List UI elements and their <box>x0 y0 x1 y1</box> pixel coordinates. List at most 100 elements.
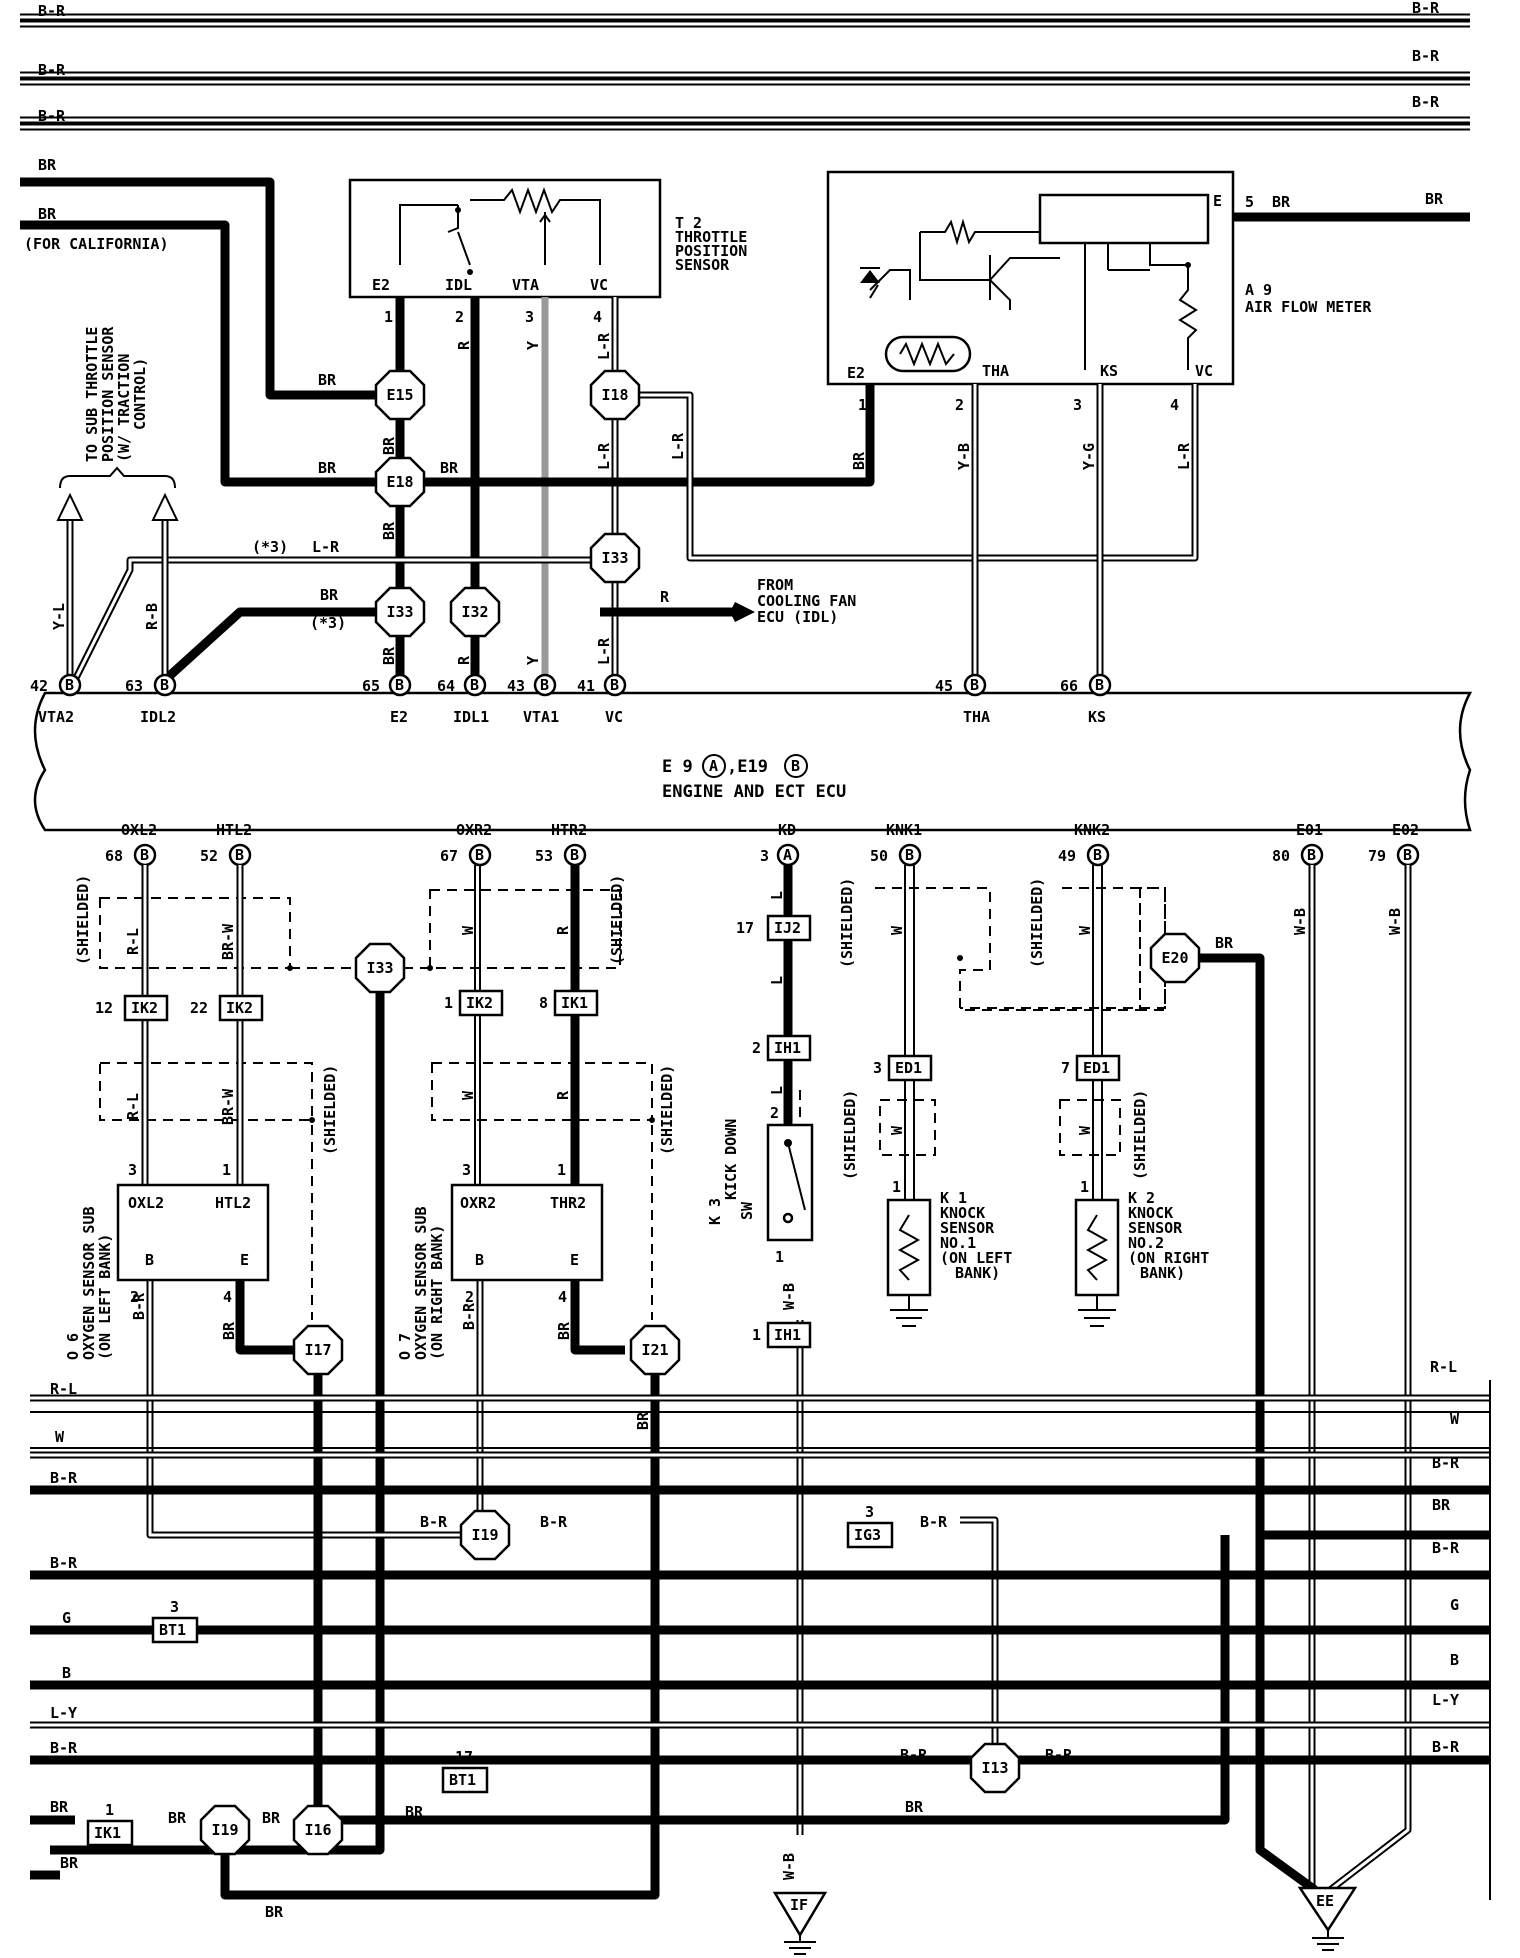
afm-num-3: 3 <box>1073 396 1082 414</box>
ecu-pin-oxr2: OXR2 B 67 <box>440 821 492 867</box>
junction-e20: E20 <box>1149 932 1201 984</box>
svg-text:I33: I33 <box>601 549 628 567</box>
svg-text:BR: BR <box>405 1803 424 1821</box>
svg-text:E02: E02 <box>1392 821 1419 839</box>
svg-text:B-R: B-R <box>920 1513 948 1531</box>
svg-text:W-B: W-B <box>780 1853 798 1880</box>
ecu-pin-idl2: B 63 IDL2 <box>125 673 177 726</box>
svg-text:HTR2: HTR2 <box>551 821 587 839</box>
ecu-title: E 9 <box>662 757 693 777</box>
wire-label-lr2: L-R <box>595 442 613 470</box>
svg-text:BR: BR <box>60 1854 79 1872</box>
svg-text:L-Y: L-Y <box>1432 1691 1459 1709</box>
oxygen-sensor-right: OXR2 THR2 B E 3 1 2 4 O 7 OXYGEN SENSOR … <box>396 1161 604 1360</box>
upper-junctions: E15 E18 I18 I33 I33 I32 <box>374 369 641 638</box>
junction-i13: I13 <box>969 1742 1021 1794</box>
svg-text:68: 68 <box>105 847 123 865</box>
svg-text:17: 17 <box>736 919 754 937</box>
wire-label-y2: Y <box>524 656 542 665</box>
tps-pin-vc: VC <box>590 276 608 294</box>
svg-text:R-L: R-L <box>124 928 142 955</box>
afm-pin-e2: E2 <box>847 364 865 382</box>
o7-name-1: OXYGEN SENSOR SUB <box>412 1206 430 1360</box>
svg-text:B: B <box>395 676 404 694</box>
svg-text:E15: E15 <box>386 386 413 404</box>
o6-pin-e: E <box>240 1251 249 1269</box>
svg-text:7: 7 <box>1061 1059 1070 1077</box>
svg-text:(SHIELDED): (SHIELDED) <box>658 1065 676 1155</box>
svg-text:1: 1 <box>105 1801 114 1819</box>
o6-pin-b: B <box>145 1251 154 1269</box>
svg-text:E18: E18 <box>386 473 413 491</box>
cooling-fan-note-2: COOLING FAN <box>757 592 856 610</box>
wire-label-r2: R <box>455 655 473 665</box>
wire-label-yl: Y-L <box>50 603 68 630</box>
connector-bt1-17: BT1 17 <box>441 1748 489 1794</box>
svg-text:B: B <box>160 676 169 694</box>
ecu-pin-vc: B 41 VC <box>577 673 627 726</box>
afm-num-2: 2 <box>955 396 964 414</box>
k2-name-3: NO.2 <box>1128 1234 1164 1252</box>
tps-num-4: 4 <box>593 308 602 326</box>
k2-num: 1 <box>1080 1178 1089 1196</box>
knock-sensor-2: 1 K 2 KNOCK SENSOR NO.2 (ON RIGHT BANK) <box>1074 1178 1209 1327</box>
svg-text:66: 66 <box>1060 677 1078 695</box>
afm-wire-br: BR <box>850 451 868 470</box>
svg-text:41: 41 <box>577 677 595 695</box>
svg-text:IK2: IK2 <box>131 999 158 1017</box>
o7-num-2: 2 <box>465 1288 474 1306</box>
afm-pin-ks: KS <box>1100 362 1118 380</box>
o6-pin-oxl2: OXL2 <box>128 1194 164 1212</box>
ecu-top-pins: B 42 VTA2 B 63 IDL2 B 65 E2 B 64 IDL1 B … <box>30 673 1112 726</box>
connector-ed1-7: ED1 7 <box>1061 1054 1121 1082</box>
afm-num-1: 1 <box>858 396 867 414</box>
junction-i19-lower: I19 <box>199 1804 251 1856</box>
ecu-pin-idl1: B 64 IDL1 <box>437 673 489 726</box>
svg-text:67: 67 <box>440 847 458 865</box>
ecu-pin-htr2: HTR2 B 53 <box>535 821 587 867</box>
afm-e-wire: BR <box>1272 193 1291 211</box>
svg-text:B-R: B-R <box>50 1739 78 1757</box>
svg-text:E20: E20 <box>1161 949 1188 967</box>
svg-text:IK1: IK1 <box>561 994 588 1012</box>
svg-text:IK2: IK2 <box>226 999 253 1017</box>
bus-top-right-4: BR <box>1425 190 1444 208</box>
k1-name-5: BANK) <box>955 1264 1000 1282</box>
svg-text:I19: I19 <box>211 1821 238 1839</box>
svg-text:22: 22 <box>190 999 208 1017</box>
svg-text:BR: BR <box>555 1321 573 1340</box>
connector-ik2-22: IK2 22 <box>190 994 264 1022</box>
svg-text:L: L <box>768 1086 786 1095</box>
connector-ik1-8: IK1 8 <box>539 989 599 1017</box>
tps-code: T 2 <box>675 214 702 232</box>
ecu-name: ENGINE AND ECT ECU <box>662 782 846 802</box>
svg-text:1: 1 <box>444 994 453 1012</box>
sub-tps-note-3: (W/ TRACTION <box>115 354 133 462</box>
svg-text:KD: KD <box>778 821 796 839</box>
o6-num-3: 3 <box>128 1161 137 1179</box>
svg-text:IH1: IH1 <box>774 1039 801 1057</box>
junction-i16: I16 <box>292 1804 344 1856</box>
svg-text:3: 3 <box>170 1598 179 1616</box>
ground-if: IF <box>772 1891 828 1955</box>
ecu-pin-htl2: HTL2 B 52 <box>200 821 252 867</box>
lower-junctions: I33 E20 I17 I21 I19 I13 I19 I16 <box>199 932 1201 1856</box>
svg-text:B: B <box>1403 846 1412 864</box>
k1-name-4: (ON LEFT <box>940 1249 1012 1267</box>
k1-code: K 1 <box>940 1189 967 1207</box>
svg-text:B-R: B-R <box>1432 1738 1460 1756</box>
air-flow-meter: E 5 BR A 9 AIR FLOW METER E2 THA KS VC 1… <box>826 170 1372 414</box>
kick-down-switch: 2 1 K 3 KICK DOWN SW <box>706 1104 814 1266</box>
tps-wire-r: R <box>455 340 473 350</box>
tps-name-2: POSITION <box>675 242 747 260</box>
svg-text:OXL2: OXL2 <box>121 821 157 839</box>
svg-text:BR: BR <box>634 1411 652 1430</box>
svg-text:R-L: R-L <box>50 1380 77 1398</box>
svg-text:BR: BR <box>1432 1496 1451 1514</box>
svg-text:I17: I17 <box>304 1341 331 1359</box>
ecu-title-sep: ,E19 <box>727 757 768 777</box>
svg-text:B: B <box>62 1664 71 1682</box>
svg-text:HTL2: HTL2 <box>216 821 252 839</box>
california-note: (FOR CALIFORNIA) <box>24 235 169 253</box>
o7-num-1: 1 <box>557 1161 566 1179</box>
